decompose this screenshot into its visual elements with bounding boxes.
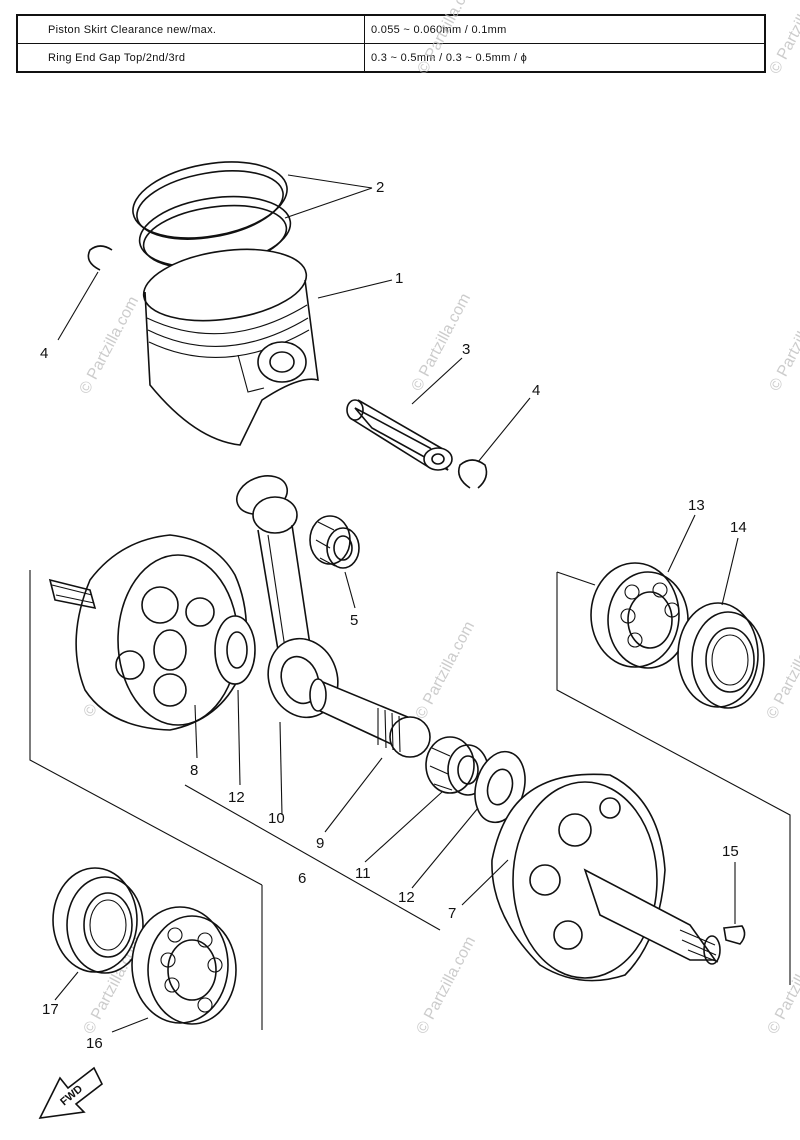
needle-bearing-small-end <box>309 515 360 569</box>
spec-table: Piston Skirt Clearance new/max. 0.055 ~ … <box>16 14 766 73</box>
woodruff-key <box>723 925 746 945</box>
piston <box>142 248 319 446</box>
needle-bearing-big-end <box>425 736 489 796</box>
callout-10: 10 <box>268 810 285 827</box>
callout-14: 14 <box>730 519 747 536</box>
thrust-washer <box>474 750 526 824</box>
assembly-bracket <box>29 570 791 1030</box>
callout-15: 15 <box>722 843 739 860</box>
spec-row: Ring End Gap Top/2nd/3rd 0.3 ~ 0.5mm / 0… <box>16 43 766 73</box>
piston-pin <box>346 399 453 471</box>
circlip <box>87 245 113 271</box>
callout-1: 1 <box>395 270 403 287</box>
callouts: 2 1 4 3 4 5 13 14 8 12 10 9 6 11 12 7 15… <box>40 179 747 1052</box>
fwd-arrow-icon: FWD <box>38 1066 104 1119</box>
watermarks: © Partzilla.com © Partzilla.com © Partzi… <box>77 0 800 1037</box>
callout-9: 9 <box>316 835 324 852</box>
leader-lines <box>54 174 739 1033</box>
ball-bearing <box>131 906 237 1025</box>
crank-wheel-left <box>48 534 248 731</box>
callout-3: 3 <box>462 341 470 358</box>
crank-pin <box>309 678 431 758</box>
watermark: © Partzilla.com <box>765 934 800 1037</box>
callout-5: 5 <box>350 612 358 629</box>
watermark: © Partzilla.com <box>77 294 143 397</box>
callout-4: 4 <box>532 382 540 399</box>
callout-12: 12 <box>398 889 415 906</box>
watermark: © Partzilla.com <box>764 619 800 722</box>
callout-4: 4 <box>40 345 48 362</box>
ball-bearing <box>590 562 689 669</box>
oil-seal <box>677 602 765 709</box>
callout-6: 6 <box>298 870 306 887</box>
callout-12: 12 <box>228 789 245 806</box>
callout-7: 7 <box>448 905 456 922</box>
thrust-washer <box>214 615 256 685</box>
watermark: © Partzilla.com <box>767 0 800 77</box>
spec-value: 0.3 ~ 0.5mm / 0.3 ~ 0.5mm / ϕ <box>364 43 766 73</box>
spec-row: Piston Skirt Clearance new/max. 0.055 ~ … <box>16 14 766 44</box>
callout-16: 16 <box>86 1035 103 1052</box>
callout-17: 17 <box>42 1001 59 1018</box>
crank-wheel-right <box>491 773 721 982</box>
callout-8: 8 <box>190 762 198 779</box>
oil-seal <box>52 867 144 974</box>
watermark: © Partzilla.com <box>415 0 481 77</box>
watermark: © Partzilla.com <box>414 934 480 1037</box>
circlip <box>457 459 488 489</box>
watermark: © Partzilla.com <box>413 619 479 722</box>
watermark: © Partzilla.com <box>767 291 800 394</box>
spec-value: 0.055 ~ 0.060mm / 0.1mm <box>364 14 766 44</box>
connecting-rod <box>236 475 339 719</box>
callout-11: 11 <box>355 865 371 882</box>
callout-2: 2 <box>376 179 384 196</box>
callout-13: 13 <box>688 497 705 514</box>
